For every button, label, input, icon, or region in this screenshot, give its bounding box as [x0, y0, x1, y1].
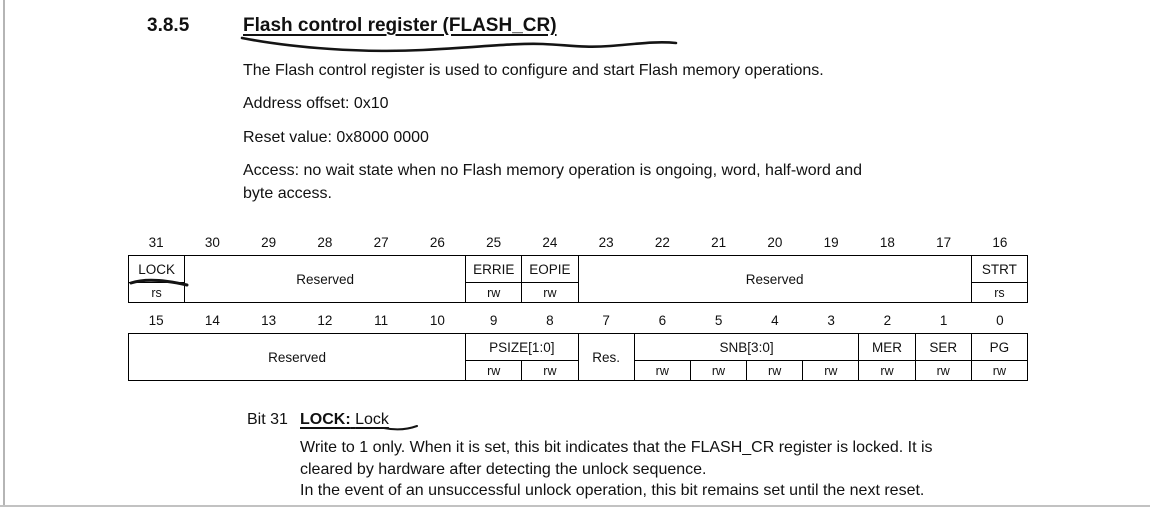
bit-number: 22	[654, 235, 670, 250]
field-name-text: LOCK:	[300, 411, 351, 428]
register-field-cell: SNB[3:0]	[634, 334, 860, 361]
address-offset-line: Address offset: 0x10	[243, 95, 389, 112]
bit-description-body: Write to 1 only. When it is set, this bi…	[300, 437, 933, 502]
register-field-cell: Res.	[578, 334, 635, 381]
bit-number: 29	[261, 235, 277, 250]
register-field-cell: PG	[971, 334, 1028, 361]
bit-number: 23	[598, 235, 614, 250]
bit-number: 2	[883, 313, 892, 328]
bit-number: 17	[936, 235, 952, 250]
bit-number: 28	[317, 235, 333, 250]
register-field-cell: ERRIE	[466, 256, 523, 283]
access-type-cell: rw	[522, 361, 579, 381]
bit-description-line-3: In the event of an unsuccessful unlock o…	[300, 482, 925, 499]
bit-number: 5	[714, 313, 723, 328]
bit-number: 10	[429, 313, 445, 328]
register-field-cell: Reserved	[129, 334, 467, 381]
access-paragraph: Access: no wait state when no Flash memo…	[243, 159, 862, 205]
page-left-border	[3, 0, 5, 507]
access-type-cell: rw	[690, 361, 748, 381]
access-type-cell: rs	[971, 283, 1028, 303]
register-field-cell: MER	[859, 334, 916, 361]
bit-number: 30	[204, 235, 220, 250]
access-type-cell: rw	[522, 283, 579, 303]
bit-number: 27	[373, 235, 389, 250]
access-type-cell: rs	[129, 283, 186, 303]
bit-description-line-2: cleared by hardware after detecting the …	[300, 460, 707, 478]
register-field-cell: Reserved	[578, 256, 972, 303]
page-bottom-border	[0, 505, 1150, 507]
bit-number: 12	[317, 313, 333, 328]
access-type-cell: rw	[859, 361, 916, 381]
bit-number: 20	[767, 235, 783, 250]
bit-number: 21	[711, 235, 727, 250]
bit-number: 18	[879, 235, 895, 250]
bit-number: 19	[823, 235, 839, 250]
bit-number: 14	[204, 313, 220, 328]
bit-number: 9	[489, 313, 498, 328]
bit-number: 1	[939, 313, 948, 328]
access-type-cell: rw	[466, 361, 523, 381]
bit-number: 11	[374, 313, 389, 328]
bit-number: 26	[429, 235, 445, 250]
bit-number: 8	[546, 313, 554, 328]
access-type-cell: rw	[971, 361, 1028, 381]
intro-paragraph: The Flash control register is used to co…	[243, 62, 824, 79]
access-type-cell: rw	[915, 361, 972, 381]
register-field-cell: LOCK	[129, 256, 186, 283]
section-number: 3.8.5	[147, 15, 190, 36]
bit-number: 13	[261, 313, 277, 328]
register-field-cell: STRT	[971, 256, 1028, 283]
register-field-cell: SER	[915, 334, 972, 361]
access-type-cell: rw	[747, 361, 804, 381]
bit-number: 4	[771, 313, 779, 328]
section-title: Flash control register (FLASH_CR)	[243, 15, 557, 36]
bit-number: 3	[827, 313, 835, 328]
bit-number: 31	[148, 235, 164, 250]
register-field-cell: Reserved	[185, 256, 467, 303]
bit-number: 7	[602, 313, 610, 328]
bit-number: 24	[542, 235, 558, 250]
bit-number: 25	[486, 235, 502, 250]
bit-number: 6	[658, 313, 667, 328]
bit-number: 0	[996, 313, 1004, 328]
bit-description-title: LOCK: Lock	[300, 411, 389, 429]
access-line-1: Access: no wait state when no Flash memo…	[243, 162, 862, 179]
bit-number: 16	[992, 235, 1008, 250]
reset-value-line: Reset value: 0x8000 0000	[243, 129, 429, 146]
register-field-cell: PSIZE[1:0]	[466, 334, 579, 361]
access-line-2: byte access.	[243, 185, 332, 202]
bit-description-label: Bit 31	[247, 411, 288, 428]
bit-numbers-row-high: 31 30 29 28 27 26 25 24 23 22 21 20 19 18 17 16	[128, 234, 1028, 252]
bit-number: 15	[148, 313, 164, 328]
access-type-cell: rw	[466, 283, 523, 303]
field-short-text: Lock	[355, 411, 389, 428]
access-type-cell: rw	[803, 361, 860, 381]
bit-description-line-1: Write to 1 only. When it is set, this bi…	[300, 439, 933, 456]
access-type-cell: rw	[634, 361, 691, 381]
register-field-cell: EOPIE	[522, 256, 579, 283]
